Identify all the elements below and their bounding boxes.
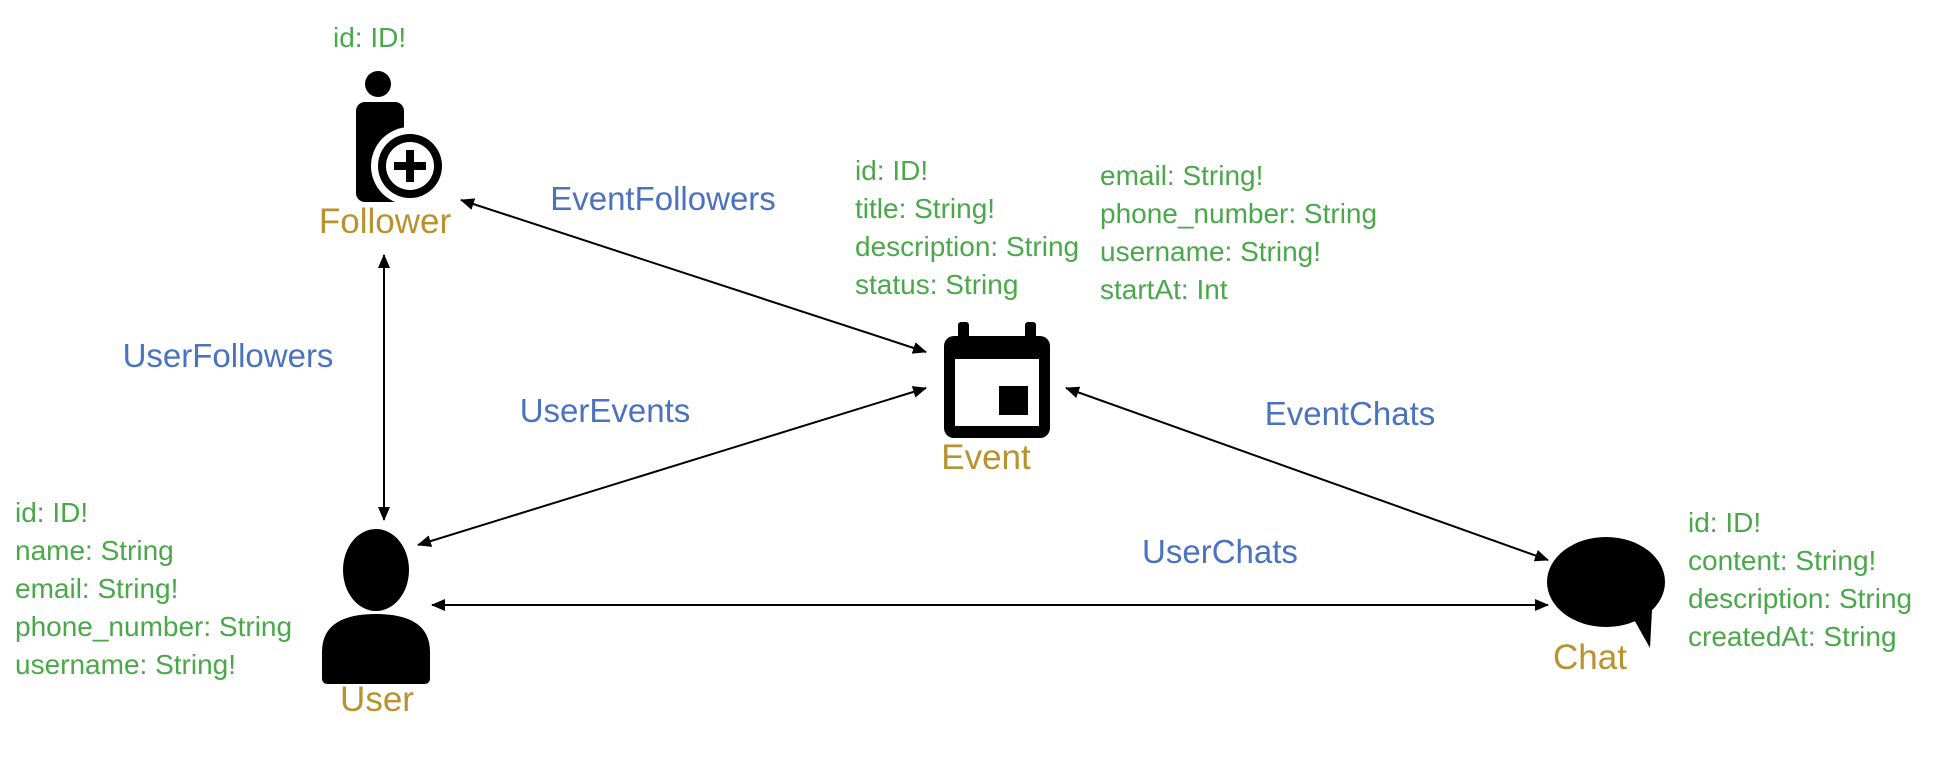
field-row: phone_number: String xyxy=(15,611,293,642)
follower-label: Follower xyxy=(318,202,452,241)
edge-user-events xyxy=(417,386,927,547)
event-fields-right: email: String! phone_number: String user… xyxy=(1100,157,1377,309)
field-row: description: String xyxy=(855,231,1080,262)
field-row: createdAt: String xyxy=(1688,621,1897,652)
field-row: status: String xyxy=(855,269,1019,300)
field-row: phone_number: String xyxy=(1100,198,1378,229)
relation-label-event-followers: EventFollowers xyxy=(550,180,776,217)
field-row: title: String! xyxy=(855,193,996,224)
field-row: email: String! xyxy=(15,573,179,604)
chat-fields: id: ID! content: String! description: St… xyxy=(1688,504,1912,656)
field-row: name: String xyxy=(15,535,174,566)
event-fields-left: id: ID! title: String! description: Stri… xyxy=(855,152,1079,304)
field-row: content: String! xyxy=(1688,545,1877,576)
edge-event-chats xyxy=(1065,386,1549,562)
field-row: id: ID! xyxy=(15,497,89,528)
follower-add-icon xyxy=(356,71,449,205)
relation-label-event-chats: EventChats xyxy=(1264,395,1436,432)
field-row: id: ID! xyxy=(333,22,407,53)
calendar-icon xyxy=(944,322,1050,438)
field-row: email: String! xyxy=(1100,160,1264,191)
user-label: User xyxy=(340,680,414,719)
relation-label-user-events: UserEvents xyxy=(519,392,691,429)
field-row: id: ID! xyxy=(855,155,929,186)
relation-label-user-followers: UserFollowers xyxy=(122,337,334,374)
user-icon xyxy=(322,529,430,684)
user-fields: id: ID! name: String email: String! phon… xyxy=(15,494,292,684)
edge-event-followers xyxy=(460,198,927,354)
event-label: Event xyxy=(941,438,1031,477)
field-row: startAt: Int xyxy=(1100,274,1228,305)
field-row: username: String! xyxy=(15,649,236,680)
field-row: username: String! xyxy=(1100,236,1321,267)
follower-fields: id: ID! xyxy=(333,19,406,57)
chat-label: Chat xyxy=(1553,638,1627,677)
field-row: description: String xyxy=(1688,583,1913,614)
field-row: id: ID! xyxy=(1688,507,1762,538)
relation-label-user-chats: UserChats xyxy=(1142,533,1298,570)
chat-bubble-icon xyxy=(1547,537,1665,648)
